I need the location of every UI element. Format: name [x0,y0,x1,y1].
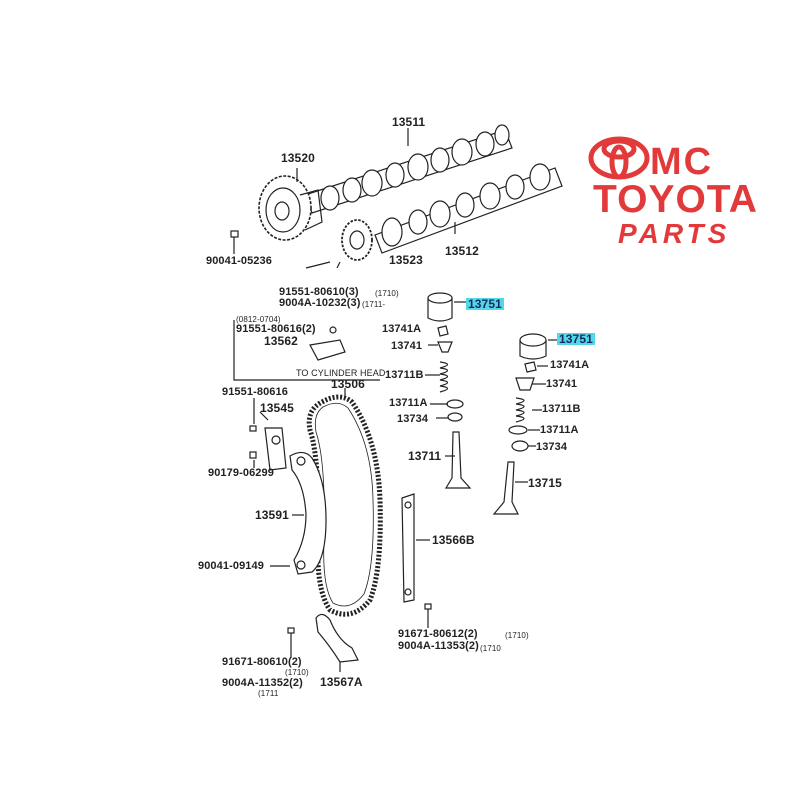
brand-mc: MC [650,141,714,183]
brand-toyota: TOYOTA [593,178,758,221]
camshaft-13511 [304,124,513,214]
valve-lifter-13751-b [519,333,547,360]
note-91671-80612: (1710) [505,631,529,640]
chain-guide-13566B [401,493,415,603]
spring-seat-13711A-b [508,425,528,435]
label-13711B-a: 13711B [385,369,424,381]
label-13711: 13711 [408,449,442,463]
label-13711A-b: 13711A [540,424,579,436]
chain-tensioner-13545 [264,427,287,471]
chain-guide-13567A [315,613,359,663]
label-91671-80612: 91671-80612(2) [398,628,478,640]
label-9004A-10232: 9004A-10232(3) [279,297,361,309]
label-13715: 13715 [528,476,562,490]
label-13545: 13545 [260,401,294,415]
label-13567A: 13567A [320,675,363,689]
label-90041-09149: 90041-09149 [198,560,264,572]
note-9004A-11353: (1710 [480,644,501,653]
label-13523: 13523 [389,253,423,267]
label-90179-06299: 90179-06299 [208,467,274,479]
oil-seal-13734-b [511,440,529,452]
note-9004A-11352: (1711 [258,689,279,698]
chain-damper-13562 [309,326,346,361]
spring-retainer-13741-a [437,341,453,353]
note-91671-80610: (1710) [285,668,309,677]
bolt-91671-80610 [287,627,295,658]
oil-seal-13734-a [447,412,463,422]
valve-13711 [444,431,472,489]
cyl-head-bracket-lines [233,320,380,381]
bolt-91551-80616 [249,425,257,432]
note-9004A-10232: (1711- [362,300,386,309]
bolt-91671-80612 [424,603,432,628]
timing-chain-13506 [306,394,383,617]
note-bracket: (0812-0704) [236,315,281,324]
valve-keeper-13741A-a [437,325,449,337]
label-13751-b[interactable]: 13751 [557,332,595,346]
label-13734-a: 13734 [397,413,429,425]
label-13591: 13591 [255,508,289,522]
brand-parts: PARTS [618,218,731,249]
label-13741-a: 13741 [391,340,423,352]
label-90041-05236: 90041-05236 [206,255,272,267]
cam-sprocket-13523 [336,219,373,269]
label-to-cylinder-head: TO CYLINDER HEAD [296,368,386,378]
label-13711A-a: 13711A [389,397,428,409]
label-13711B-b: 13711B [542,403,581,415]
label-13566B: 13566B [432,533,475,547]
label-13734-b: 13734 [536,441,568,453]
label-13520: 13520 [281,151,315,165]
cam-timing-gear-13520 [258,175,323,241]
valve-13715 [492,461,519,515]
valve-spring-13711B-a [439,361,449,393]
label-91551-80616-2: 91551-80616(2) [236,323,316,335]
label-13511: 13511 [392,115,426,129]
spring-retainer-13741-b [515,377,535,391]
bolt-90041-05236 [230,230,239,254]
label-13741-b: 13741 [546,378,578,390]
label-9004A-11353: 9004A-11353(2) [398,640,479,652]
label-91551-80616: 91551-80616 [222,386,288,398]
valve-lifter-13751-a [427,292,453,322]
spring-seat-13711A-a [446,399,464,409]
leader-91551 [305,261,331,269]
note-91551-80610: (1710) [375,289,399,298]
label-13751-a[interactable]: 13751 [466,297,504,311]
label-13562: 13562 [264,334,298,348]
toyota-emblem-logo [588,136,650,180]
label-13741A-b: 13741A [550,359,590,371]
bolt-90179-06299 [249,451,257,459]
valve-keeper-13741A-b [524,361,537,373]
label-9004A-11352: 9004A-11352(2) [222,677,303,689]
label-91551-80610: 91551-80610(3) [279,286,359,298]
camshaft-13512 [374,163,563,254]
label-13512: 13512 [445,244,479,258]
valve-spring-13711B-b [515,397,525,423]
label-91671-80610: 91671-80610(2) [222,656,302,668]
label-13741A-a: 13741A [382,323,422,335]
label-13506: 13506 [331,377,365,391]
chain-tensioner-slipper-13591 [289,451,327,575]
